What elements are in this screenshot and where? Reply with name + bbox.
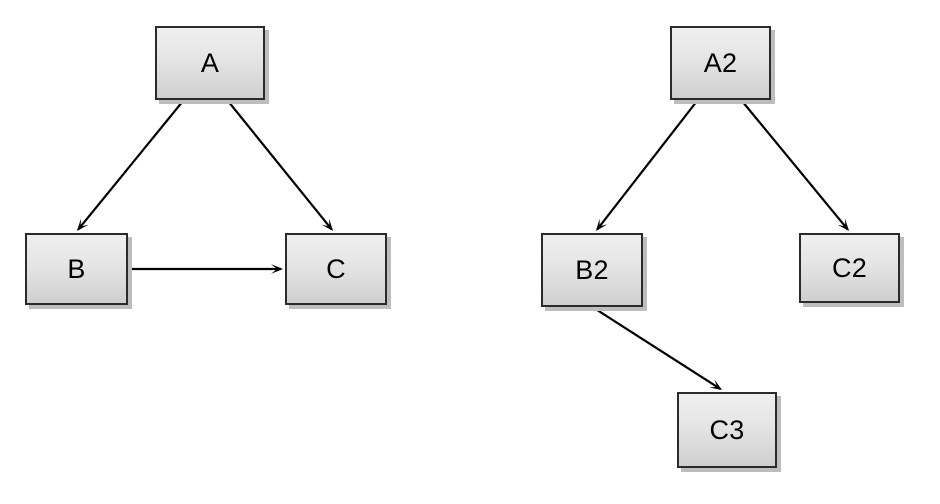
node-c3[interactable]: C3	[677, 392, 777, 468]
edge-line	[741, 100, 849, 231]
edge-line	[596, 100, 698, 231]
node-label: C3	[709, 414, 745, 445]
edge-a2-to-c2	[741, 100, 849, 231]
arrowhead-icon	[596, 218, 608, 231]
node-c[interactable]: C	[285, 233, 387, 305]
node-label: B2	[575, 254, 609, 285]
node-b2[interactable]: B2	[541, 233, 643, 307]
edge-line	[593, 307, 721, 390]
edge-a2-to-b2	[596, 100, 698, 231]
arrowhead-icon	[837, 218, 849, 231]
edge-b-to-c	[130, 264, 283, 274]
node-label: C	[326, 253, 346, 284]
edge-b2-to-c3	[593, 307, 722, 390]
node-c2[interactable]: C2	[799, 233, 900, 303]
arrowhead-icon	[270, 264, 283, 274]
node-b[interactable]: B	[25, 233, 128, 305]
edge-a-to-c	[227, 100, 333, 231]
arrowhead-icon	[321, 218, 333, 231]
node-a2[interactable]: A2	[670, 26, 771, 100]
node-a[interactable]: A	[155, 26, 265, 100]
edge-line	[227, 100, 333, 231]
node-label: A	[200, 47, 220, 78]
node-label: A2	[703, 47, 738, 78]
arrowhead-icon	[77, 218, 89, 231]
arrowhead-icon	[709, 379, 722, 390]
node-label: B	[67, 253, 86, 284]
node-label: C2	[832, 252, 867, 283]
edge-line	[77, 100, 184, 231]
edge-a-to-b	[77, 100, 184, 231]
